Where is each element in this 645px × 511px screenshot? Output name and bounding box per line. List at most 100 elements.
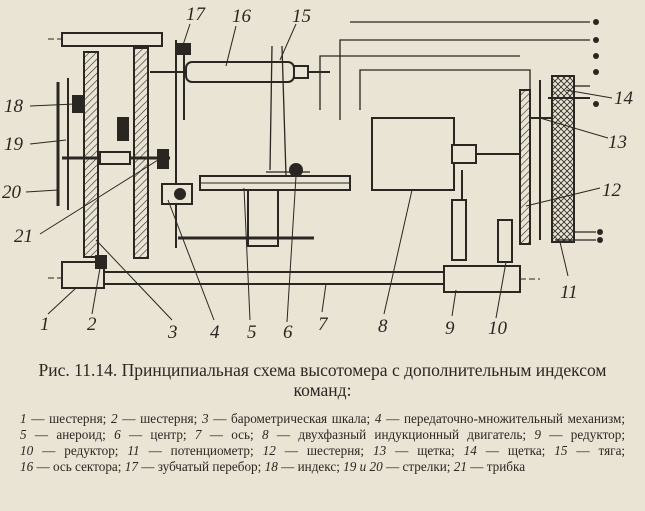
legend-item-label: — шестерня; [117, 411, 198, 426]
legend-item-label: — анероид; [26, 427, 106, 442]
legend-item: 2 — шестерня; [111, 411, 197, 426]
label-9: 9 [445, 318, 455, 339]
legend-item-number: 14 [463, 443, 477, 458]
potentiometer-11 [551, 75, 575, 243]
trib-21 [157, 149, 169, 169]
legend-item-number: 13 [372, 443, 387, 458]
label-4: 4 [210, 322, 220, 343]
label-6: 6 [283, 322, 293, 343]
legend-item: 14 — щетка; [464, 443, 546, 458]
legend-item: 11 — потенциометр; [127, 443, 253, 458]
legend-item-number: 4 [374, 411, 382, 426]
legend-item: 5 — анероид; [20, 427, 106, 442]
legend-item-label: — барометрическая шкала; [208, 411, 371, 426]
legend-item: 6 — центр; [114, 427, 187, 442]
legend-item-label: — щетка; [476, 443, 546, 458]
label-2: 2 [87, 314, 97, 335]
legend-item: 8 — двухфазный индукционный двигатель; [262, 427, 526, 442]
legend-item: 3 — барометрическая шкала; [202, 411, 370, 426]
legend-item-number: 9 [534, 427, 541, 442]
legend-item: 4 — передаточно-множительный механизм; [375, 411, 625, 426]
label-21: 21 [14, 226, 33, 247]
legend-item-number: 1 [20, 411, 27, 426]
legend-item-label: — шестерня; [26, 411, 107, 426]
caption-text: Принципиальная схема высотомера с дополн… [121, 360, 607, 400]
legend-item-number: 7 [194, 427, 202, 442]
label-3: 3 [167, 322, 178, 343]
label-10: 10 [488, 318, 508, 339]
legend-item: 19 и 20 — стрелки; [343, 459, 450, 474]
motor-8 [371, 117, 455, 191]
legend-item-label: — ось; [201, 427, 254, 442]
top-shaft [61, 32, 163, 47]
label-11: 11 [560, 282, 578, 303]
legend-item-label: — двухфазный индукционный двигатель; [268, 427, 527, 442]
label-14: 14 [614, 88, 634, 109]
label-8: 8 [378, 316, 388, 337]
legend-item-label: — редуктор; [540, 427, 626, 442]
legend-item-label: — передаточно-множительный механизм; [381, 411, 626, 426]
legend-item: 13 — щетка; [373, 443, 455, 458]
legend-item-number: 18 [264, 459, 278, 474]
reducer-10 [497, 219, 513, 263]
legend-item: 7 — ось; [195, 427, 254, 442]
legend-item-number: 5 [20, 427, 27, 442]
label-16: 16 [232, 6, 252, 27]
legend-item-label: — зубчатый перебор; [137, 459, 262, 474]
altimeter-schematic: 1 2 3 4 5 6 7 8 9 10 11 12 13 14 15 16 1… [2, 4, 634, 343]
label-13: 13 [608, 132, 627, 153]
caption-number: Рис. 11.14. [38, 360, 118, 380]
legend-item-number: 21 [453, 459, 467, 474]
label-12: 12 [602, 180, 622, 201]
legend-item-number: 6 [114, 427, 121, 442]
gear-train-17 [117, 117, 129, 141]
legend-item-number: 15 [554, 443, 568, 458]
legend-item-number: 10 [20, 443, 34, 458]
label-7: 7 [318, 314, 329, 335]
label-5: 5 [247, 322, 257, 343]
legend-item: 17 — зубчатый перебор; [125, 459, 262, 474]
legend-item: 16 — ось сектора; [20, 459, 121, 474]
legend-item-number: 2 [110, 411, 118, 426]
legend-item: 1 — шестерня; [20, 411, 106, 426]
legend-item: 21 — трибка [454, 459, 525, 474]
legend-item: 18 — индекс; [265, 459, 340, 474]
legend-item-label: — стрелки; [382, 459, 451, 474]
reducer-9 [451, 199, 467, 261]
sector-axis-16 [185, 61, 295, 83]
label-17: 17 [186, 4, 207, 25]
label-18: 18 [4, 96, 24, 117]
label-20: 20 [2, 182, 22, 203]
frame-plate [133, 47, 149, 259]
legend-item-number: 19 и 20 [343, 459, 383, 474]
legend-item-label: — редуктор; [33, 443, 119, 458]
legend-item-number: 3 [201, 411, 209, 426]
legend: 1 — шестерня; 2 — шестерня; 3 — барометр… [20, 411, 625, 475]
legend-item-number: 12 [262, 443, 276, 458]
gear-12 [519, 89, 531, 245]
legend-item-label: — тяга; [567, 443, 626, 458]
legend-item-label: — ось сектора; [33, 459, 122, 474]
legend-item: 15 — тяга; [554, 443, 625, 458]
legend-item-label: — индекс; [277, 459, 340, 474]
legend-item-label: — щетка; [386, 443, 455, 458]
legend-item-label: — трибка [466, 459, 526, 474]
figure-caption: Рис. 11.14. Принципиальная схема высотом… [20, 360, 625, 400]
legend-item-number: 11 [127, 443, 140, 458]
legend-item-label: — потенциометр; [139, 443, 254, 458]
label-19: 19 [4, 134, 24, 155]
legend-item: 10 — редуктор; [20, 443, 118, 458]
rod-15 [269, 45, 273, 171]
legend-item-number: 8 [262, 427, 269, 442]
label-1: 1 [40, 314, 50, 335]
legend-item-number: 17 [124, 459, 138, 474]
legend-item: 12 — шестерня; [263, 443, 364, 458]
label-15: 15 [292, 6, 311, 27]
legend-item: 9 — редуктор; [534, 427, 625, 442]
center-6 [289, 163, 303, 177]
legend-item-number: 16 [20, 459, 34, 474]
barometric-scale [83, 51, 99, 258]
legend-item-label: — центр; [120, 427, 187, 442]
gear-2 [95, 255, 107, 269]
legend-item-label: — шестерня; [275, 443, 365, 458]
